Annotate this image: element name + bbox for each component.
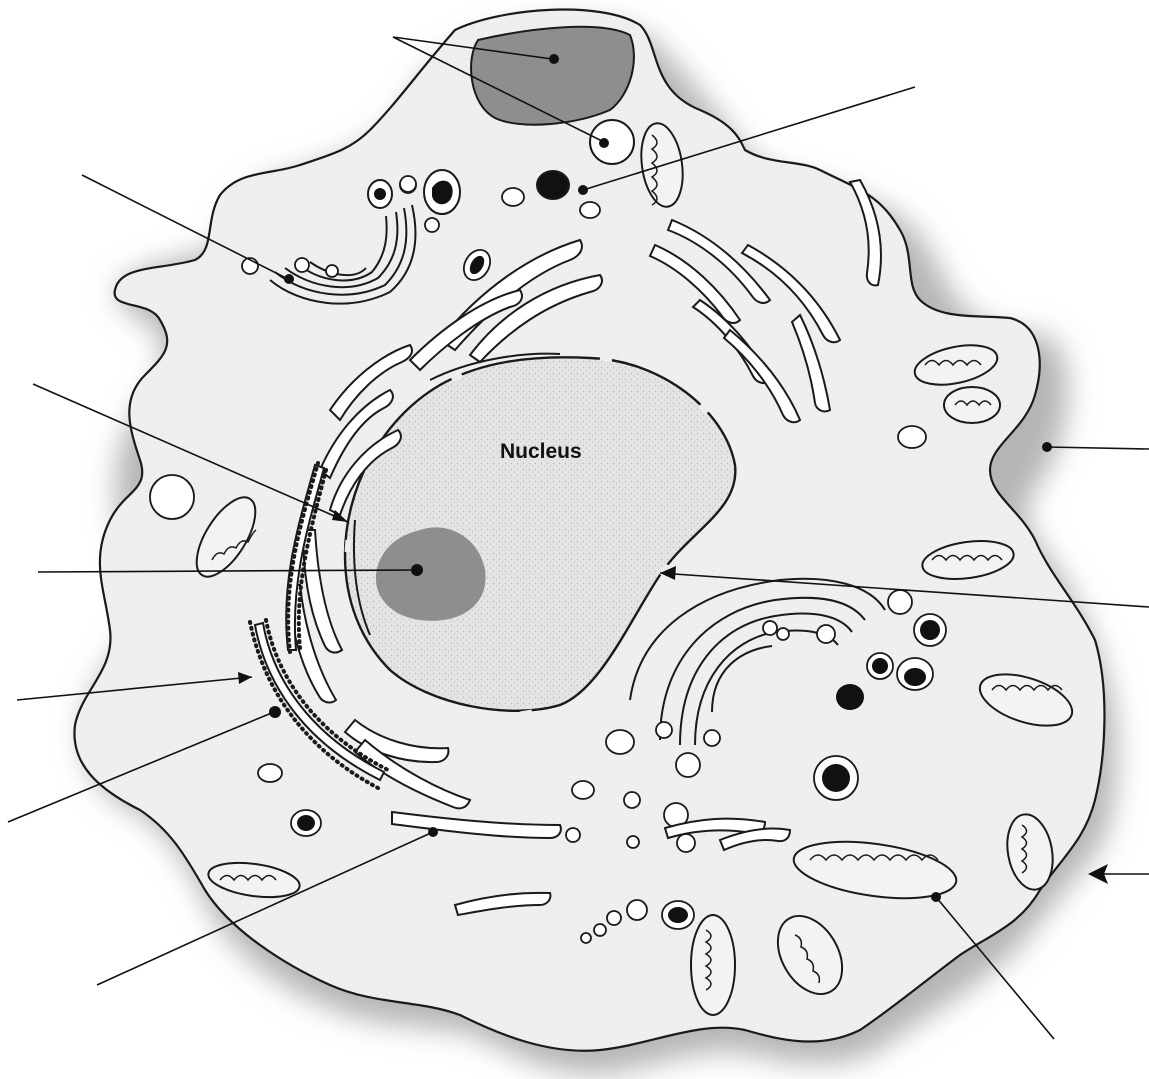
vesicle-small: [580, 202, 600, 218]
lysosome-core: [374, 188, 386, 200]
mitochondrion: [691, 915, 735, 1015]
golgi-marker: [284, 274, 294, 284]
vesicle: [590, 120, 634, 164]
leader-cytoplasm: [1047, 447, 1149, 449]
nucleus-label: Nucleus: [500, 440, 582, 463]
golgi-vesicle: [326, 265, 338, 277]
rough-er-marker: [269, 706, 281, 718]
vesicle-small: [502, 188, 524, 206]
lysosome: [537, 171, 569, 199]
golgi-vesicle: [295, 258, 309, 272]
vacuole: [471, 27, 634, 125]
mitochondrion: [944, 387, 1000, 423]
golgi-vesicle: [425, 218, 439, 232]
